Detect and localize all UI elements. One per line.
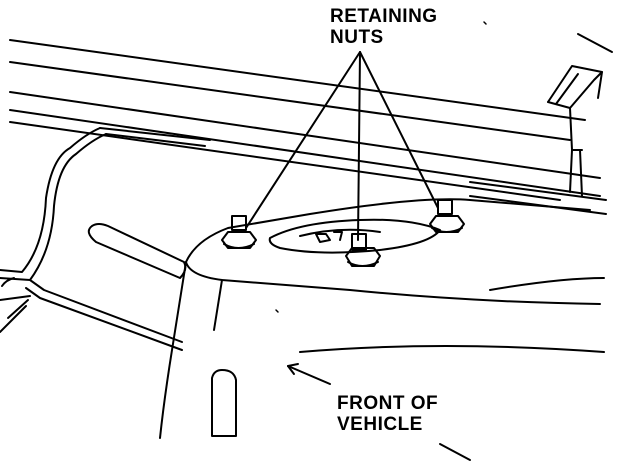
retaining-nut-left [222,216,256,248]
retaining-nuts-callout-line2: NUTS [330,27,384,48]
front-arrow [288,364,470,460]
retaining-nuts-callout-line1: RETAINING [330,6,438,27]
fender-edge [0,128,210,350]
upper-bracket [548,66,602,196]
stray-marks [276,22,486,312]
front-of-vehicle-callout-line2: VEHICLE [337,414,423,435]
retaining-nut-center [346,234,380,266]
center-stud-marks [316,232,342,242]
nut-leader-lines [246,52,438,240]
strut-tower-panel [89,199,604,438]
front-of-vehicle-callout-line1: FRONT OF [337,393,439,414]
background-rails [10,34,612,214]
